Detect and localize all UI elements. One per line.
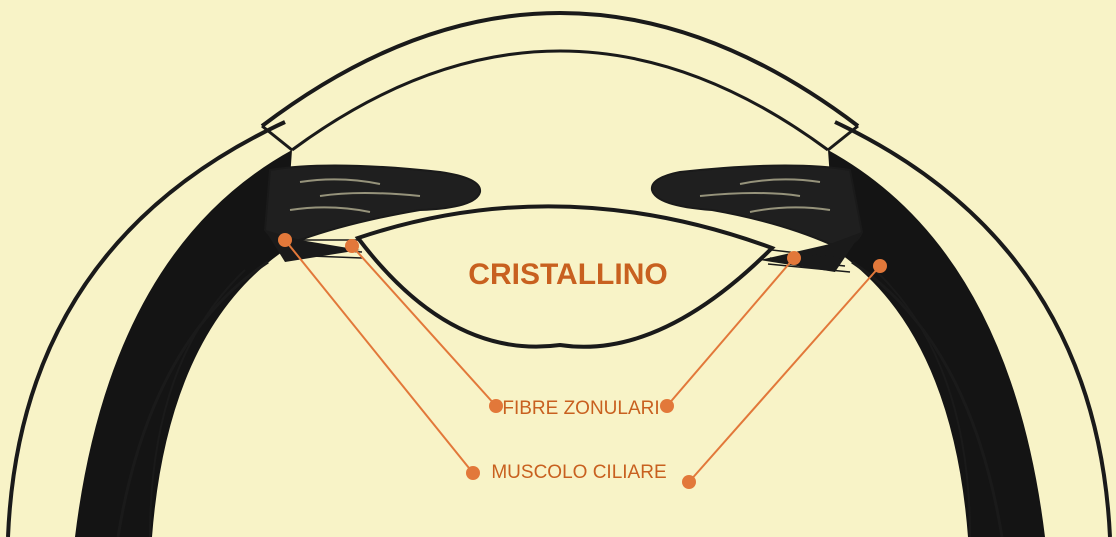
corneal-limbus-left: [261, 124, 293, 152]
corneal-limbus-right: [827, 124, 859, 152]
iris-texture-left: [289, 178, 421, 213]
zonular-fibers-right: [767, 249, 851, 273]
cornea-inner: [291, 49, 829, 152]
ciliary-body-right: [760, 232, 862, 272]
choroid-right: [828, 150, 1045, 537]
zonular-fibers-label: FIBRE ZONULARI: [502, 398, 659, 419]
dot-zonular-right-end: [660, 399, 674, 413]
leader-line-zonular-right: [666, 257, 795, 407]
cornea-outer: [260, 11, 860, 128]
sclera-outer: [6, 120, 286, 537]
sclera-outer-right: [834, 120, 1112, 537]
dot-ciliary-right-end: [682, 475, 696, 489]
dot-zonular-left-start: [345, 239, 359, 253]
lens: [354, 204, 776, 349]
iris-texture-right: [699, 178, 831, 213]
dot-zonular-right-start: [787, 251, 801, 265]
ciliary-muscle-label: MUSCOLO CILIARE: [491, 462, 666, 483]
retina-inner-left: [149, 269, 246, 537]
dot-ciliary-right-start: [873, 259, 887, 273]
leader-line-ciliary-left: [284, 239, 474, 474]
dot-ciliary-left-start: [278, 233, 292, 247]
dot-zonular-left-end: [489, 399, 503, 413]
lens-label: CRISTALLINO: [468, 258, 667, 291]
retina-inner-right: [874, 269, 971, 537]
leader-line-ciliary-right: [688, 265, 881, 483]
choroid-left: [75, 150, 292, 537]
dot-ciliary-left-end: [466, 466, 480, 480]
retina-line-left: [116, 260, 269, 537]
leader-line-zonular-left: [351, 245, 497, 407]
retina-line-right: [851, 260, 1004, 537]
